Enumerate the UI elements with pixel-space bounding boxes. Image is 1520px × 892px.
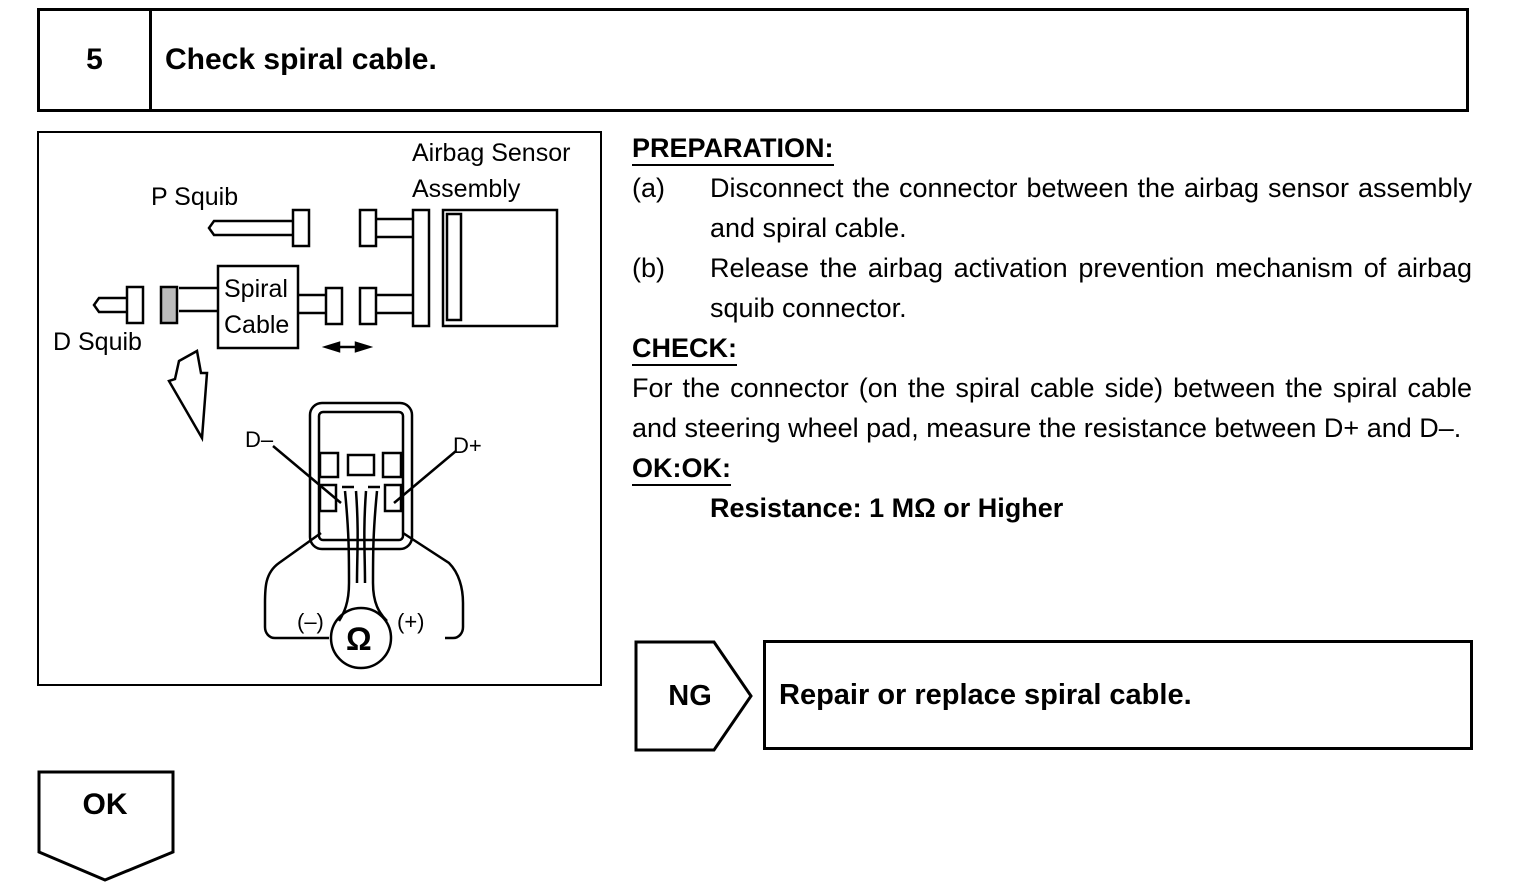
d-plus-leader <box>393 450 457 504</box>
label-d-minus: D– <box>245 427 274 452</box>
wiring-illustration <box>92 208 559 670</box>
ohmmeter-icon <box>329 606 393 670</box>
p-squib-wire <box>207 219 293 237</box>
ng-branch: NG <box>634 640 754 752</box>
label-airbag-sensor: Airbag Sensor <box>412 139 571 167</box>
step-text: Release the airbag activation prevention… <box>710 253 1472 323</box>
d-minus-leader <box>272 445 342 504</box>
harness-connector <box>411 208 431 328</box>
spiral-cable-diagram: Airbag Sensor Assembly P Squib D Squib S… <box>37 131 602 686</box>
resistance-spec: Resistance: 1 MΩ or Higher <box>710 493 1064 523</box>
preparation-step: (b) Release the airbag activation preven… <box>632 248 1472 328</box>
step-title: Check spiral cable. <box>165 43 437 76</box>
preparation-step: (a) Disconnect the connector between the… <box>632 168 1472 248</box>
label-assembly: Assembly <box>412 175 521 203</box>
ohm-symbol: Ω <box>346 621 372 657</box>
step-number: 5 <box>40 11 152 109</box>
probe-leads <box>343 490 379 584</box>
p-squib-connector <box>291 208 311 248</box>
probe-loop <box>263 531 465 640</box>
sensor-connector-lower <box>358 286 378 326</box>
top-connector-left <box>358 208 378 248</box>
label-d-plus: D+ <box>453 433 482 458</box>
ok-heading: OK:OK: <box>632 452 731 486</box>
label-meter-minus: (–) <box>297 609 324 634</box>
check-text: For the connector (on the spiral cable s… <box>632 373 1472 443</box>
step-text: Disconnect the connector between the air… <box>710 173 1472 243</box>
label-cable: Cable <box>224 311 290 339</box>
hatched-connector <box>159 285 179 325</box>
step-mark: (a) <box>632 173 665 203</box>
label-d-squib: D Squib <box>53 328 142 356</box>
label-spiral: Spiral <box>224 275 288 303</box>
instructions: PREPARATION: (a) Disconnect the connecto… <box>632 128 1472 528</box>
label-p-squib: P Squib <box>151 183 239 211</box>
step-header: 5 Check spiral cable. <box>37 8 1469 112</box>
spiral-connector-right <box>324 286 344 326</box>
ok-arrow-shape <box>37 770 175 882</box>
check-heading: CHECK: <box>632 332 737 366</box>
d-squib-connector <box>125 285 145 325</box>
hollow-arrow-icon <box>167 349 209 443</box>
sensor-connector-slot <box>445 212 463 322</box>
d-squib-wire <box>92 296 127 314</box>
step-mark: (b) <box>632 253 665 283</box>
ng-action: Repair or replace spiral cable. <box>763 640 1473 750</box>
ng-arrow-shape <box>634 640 753 752</box>
ok-branch: OK <box>37 770 177 884</box>
label-meter-plus: (+) <box>397 609 425 634</box>
ok-label: OK <box>82 788 128 821</box>
preparation-heading: PREPARATION: <box>632 132 834 166</box>
airbag-sensor-assembly-shape <box>441 208 559 328</box>
spiral-cable-shape <box>216 264 300 350</box>
ng-label: NG <box>668 679 712 712</box>
